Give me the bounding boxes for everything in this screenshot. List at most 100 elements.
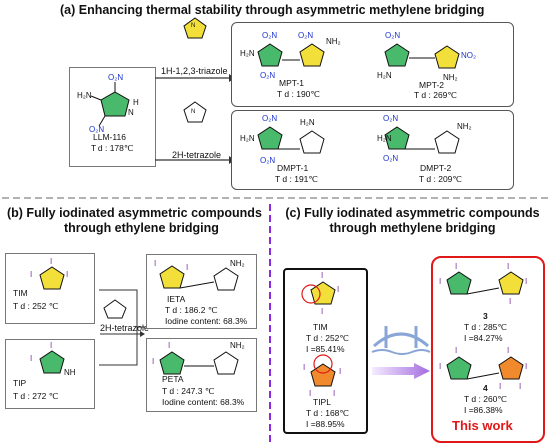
svg-text:I: I: [50, 257, 52, 266]
panel-c-title-line1: (c) Fully iodinated asymmetric compounds: [285, 206, 540, 220]
svg-text:O₂N: O₂N: [260, 71, 275, 80]
compound3-iodine: I =84.27%: [464, 333, 503, 343]
svg-text:I: I: [507, 346, 509, 355]
dmpt2-name: DMPT-2: [420, 163, 452, 173]
svg-text:I: I: [439, 362, 441, 371]
tip-box-b: [5, 339, 95, 409]
mpt1-td: T d : 190℃: [277, 89, 320, 99]
peta-structure: I I NH₂: [152, 341, 245, 375]
svg-text:I: I: [50, 341, 52, 350]
horizontal-divider: [2, 197, 548, 199]
panel-a-title: (a) Enhancing thermal stability through …: [60, 3, 485, 17]
svg-text:NO₂: NO₂: [461, 51, 476, 60]
svg-text:I: I: [168, 341, 170, 350]
svg-text:O₂N: O₂N: [260, 156, 275, 165]
tip-structure-b: II NH: [30, 341, 76, 377]
svg-text:NH₂: NH₂: [443, 73, 458, 82]
panel-b-title-line1: (b) Fully iodinated asymmetric compounds: [7, 206, 262, 220]
svg-text:I: I: [455, 346, 457, 355]
dmpt-products-box: [231, 110, 514, 190]
svg-text:O₂N: O₂N: [262, 31, 277, 40]
svg-text:O₂N: O₂N: [262, 114, 277, 123]
svg-text:I: I: [321, 271, 323, 280]
bridge-icon: [371, 326, 431, 355]
tipl-name: TIPL: [313, 397, 331, 407]
svg-text:N: N: [191, 23, 195, 29]
ieta-name: IETA: [167, 294, 186, 304]
panel-c-title: (c) Fully iodinated asymmetric compounds…: [275, 206, 550, 236]
peta-iodine: Iodine content: 68.3%: [162, 397, 245, 407]
svg-text:I: I: [333, 389, 335, 398]
svg-text:I: I: [66, 270, 68, 279]
svg-text:I: I: [154, 259, 156, 268]
svg-text:H₂N: H₂N: [377, 71, 392, 80]
vertical-divider: [269, 204, 271, 442]
panel-b-title-line2: through ethylene bridging: [64, 221, 219, 235]
compound4-iodine: I =86.38%: [464, 405, 503, 415]
svg-text:NH₂: NH₂: [230, 259, 245, 268]
svg-text:N: N: [128, 108, 134, 117]
svg-text:NH₂: NH₂: [457, 122, 472, 131]
svg-text:I: I: [525, 277, 527, 286]
svg-text:I: I: [30, 270, 32, 279]
tim-name-b: TIM: [13, 288, 28, 298]
mpt1-name: MPT-1: [279, 78, 305, 88]
panel-b-arrows: [99, 289, 145, 366]
svg-text:I: I: [509, 297, 511, 306]
mpt1-structure: O₂N H₂N O₂N O₂N NH₂: [240, 31, 341, 80]
svg-text:I: I: [339, 367, 341, 376]
tetrazole-icon-b: [103, 299, 127, 319]
tim-structure-c: III: [301, 271, 339, 316]
svg-text:NH: NH: [64, 368, 76, 377]
svg-text:O₂N: O₂N: [383, 154, 398, 163]
peta-td: T d : 247.3 ℃: [162, 386, 215, 396]
svg-text:I: I: [309, 389, 311, 398]
svg-text:I: I: [152, 357, 154, 366]
tim-name-c: TIM: [313, 322, 328, 332]
svg-text:O₂N: O₂N: [108, 73, 123, 82]
svg-text:NH₂: NH₂: [230, 341, 245, 350]
svg-text:H₂N: H₂N: [77, 91, 92, 100]
tim-iodine-c: I =85.41%: [306, 344, 345, 354]
svg-text:O₂N: O₂N: [383, 114, 398, 123]
dmpt1-td: T d : 191℃: [275, 174, 318, 184]
svg-text:I: I: [303, 363, 305, 372]
compound4-name: 4: [483, 383, 488, 393]
svg-text:H₂N: H₂N: [240, 49, 255, 58]
ieta-box: [146, 254, 257, 329]
mpt2-structure: O₂N H₂N NO₂ NH₂: [377, 31, 476, 82]
svg-text:O₂N: O₂N: [298, 31, 313, 40]
tim-td-c: T d : 252℃: [306, 333, 349, 343]
dmpt1-name: DMPT-1: [277, 163, 309, 173]
tim-structure-b: I I I: [30, 257, 68, 290]
panel-b-reaction-arrow: [100, 331, 145, 337]
llm116-td: T d : 178℃: [91, 143, 134, 153]
tim-td-b: T d : 252 ℃: [13, 301, 59, 311]
compound3-name: 3: [483, 311, 488, 321]
svg-text:I: I: [321, 307, 323, 316]
dmpt2-td: T d : 209℃: [419, 174, 462, 184]
tipl-iodine: I =88.95%: [306, 419, 345, 429]
svg-text:I: I: [507, 262, 509, 271]
compound3-td: T d : 285℃: [464, 322, 507, 332]
svg-text:I: I: [525, 362, 527, 371]
svg-text:H₂N: H₂N: [240, 134, 255, 143]
compound4-td: T d : 260℃: [464, 394, 507, 404]
tetrazole-icon-a: N: [183, 101, 207, 123]
svg-text:NH₂: NH₂: [326, 37, 341, 46]
this-work-label: This work: [452, 418, 513, 433]
this-work-box: [431, 256, 545, 443]
svg-text:O₂N: O₂N: [89, 125, 104, 134]
tipl-td: T d : 168℃: [306, 408, 349, 418]
ieta-td: T d : 186.2 ℃: [165, 305, 218, 315]
ieta-iodine: Iodine content: 68.3%: [165, 316, 248, 326]
tipl-structure: I I I I: [303, 354, 341, 398]
svg-text:I: I: [439, 277, 441, 286]
triazole-reagent: 1H-1,2,3-triazole: [161, 66, 228, 76]
svg-text:O₂N: O₂N: [385, 31, 400, 40]
